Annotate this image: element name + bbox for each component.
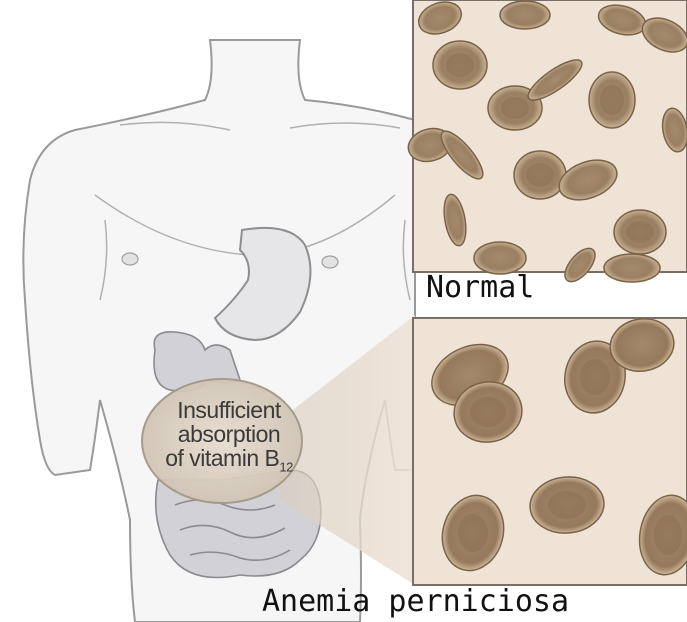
anemia-cells-panel (413, 314, 687, 585)
callout-line-3: of vitamin B12 (134, 446, 324, 480)
normal-caption: Normal (426, 270, 534, 305)
callout-line-2: absorption (134, 422, 324, 446)
callout-line-1: Insufficient (134, 398, 324, 422)
callout-line-3-text: of vitamin B (165, 445, 279, 471)
callout-subscript: 12 (279, 460, 292, 475)
anemia-caption: Anemia perniciosa (262, 584, 569, 619)
callout-label: Insufficient absorption of vitamin B12 (134, 398, 324, 480)
normal-cells-panel (405, 0, 687, 287)
